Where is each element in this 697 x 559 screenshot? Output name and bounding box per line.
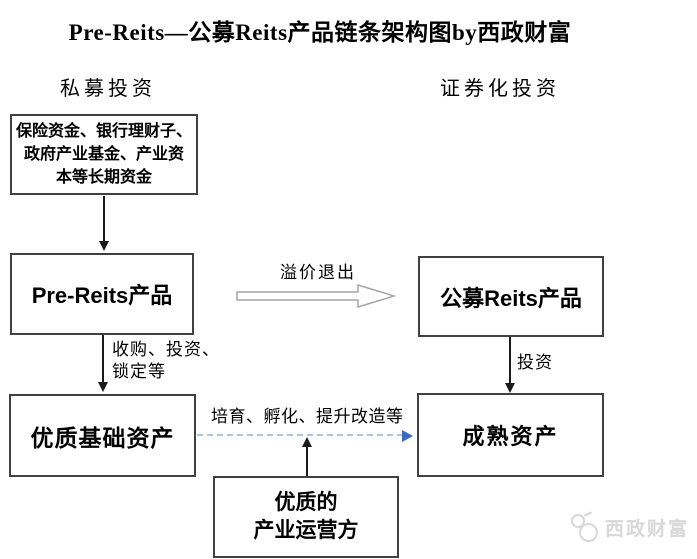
brand-watermark: 西政财富 xyxy=(570,511,690,542)
arrow-prereits-to-quality-head xyxy=(98,382,108,392)
node-quality-base-assets: 优质基础资产 xyxy=(9,394,196,477)
arrow-capital-to-prereits-head xyxy=(99,241,109,251)
invest-label: 投资 xyxy=(517,353,553,372)
node-capital-sources-line3: 本等长期资金 xyxy=(55,169,152,186)
node-pre-reits-product: Pre-Reits产品 xyxy=(10,253,194,335)
arrow-publicreits-to-mature-line xyxy=(509,337,511,383)
cultivate-arrow-head xyxy=(402,430,413,442)
arrow-operator-to-cultivate-line xyxy=(306,446,308,476)
cultivate-label: 培育、孵化、提升改造等 xyxy=(211,407,404,426)
node-mature-assets: 成熟资产 xyxy=(417,393,604,477)
node-capital-sources-line2: 政府产业基金、产业资 xyxy=(23,146,184,163)
node-industry-operator-line2: 产业运营方 xyxy=(253,519,359,542)
node-capital-sources: 保险资金、银行理财子、 政府产业基金、产业资 本等长期资金 xyxy=(10,114,198,195)
diagram-title: Pre-Reits—公募Reits产品链条架构图by西政财富 xyxy=(68,20,572,45)
megaphone-icon xyxy=(570,511,598,542)
arrow-prereits-to-quality-line xyxy=(102,335,104,382)
column-header-securitized-investment: 证券化投资 xyxy=(440,78,560,100)
premium-exit-arrow xyxy=(236,283,396,309)
arrow-operator-to-cultivate-head xyxy=(302,437,312,447)
node-industry-operator-line1: 优质的 xyxy=(274,491,338,514)
column-header-private-investment: 私募投资 xyxy=(60,78,156,100)
node-public-reits-product: 公募Reits产品 xyxy=(418,256,604,337)
arrow-capital-to-prereits-line xyxy=(103,196,105,241)
node-industry-operator: 优质的 产业运营方 xyxy=(213,476,399,558)
cultivate-arrow-line xyxy=(197,434,403,436)
premium-exit-label: 溢价退出 xyxy=(280,263,356,282)
acquire-label-line2: 锁定等 xyxy=(112,362,166,381)
node-capital-sources-line1: 保险资金、银行理财子、 xyxy=(15,123,192,140)
acquire-label-line1: 收购、投资、 xyxy=(112,340,220,359)
brand-watermark-text: 西政财富 xyxy=(605,518,690,540)
arrow-publicreits-to-mature-head xyxy=(505,383,515,393)
